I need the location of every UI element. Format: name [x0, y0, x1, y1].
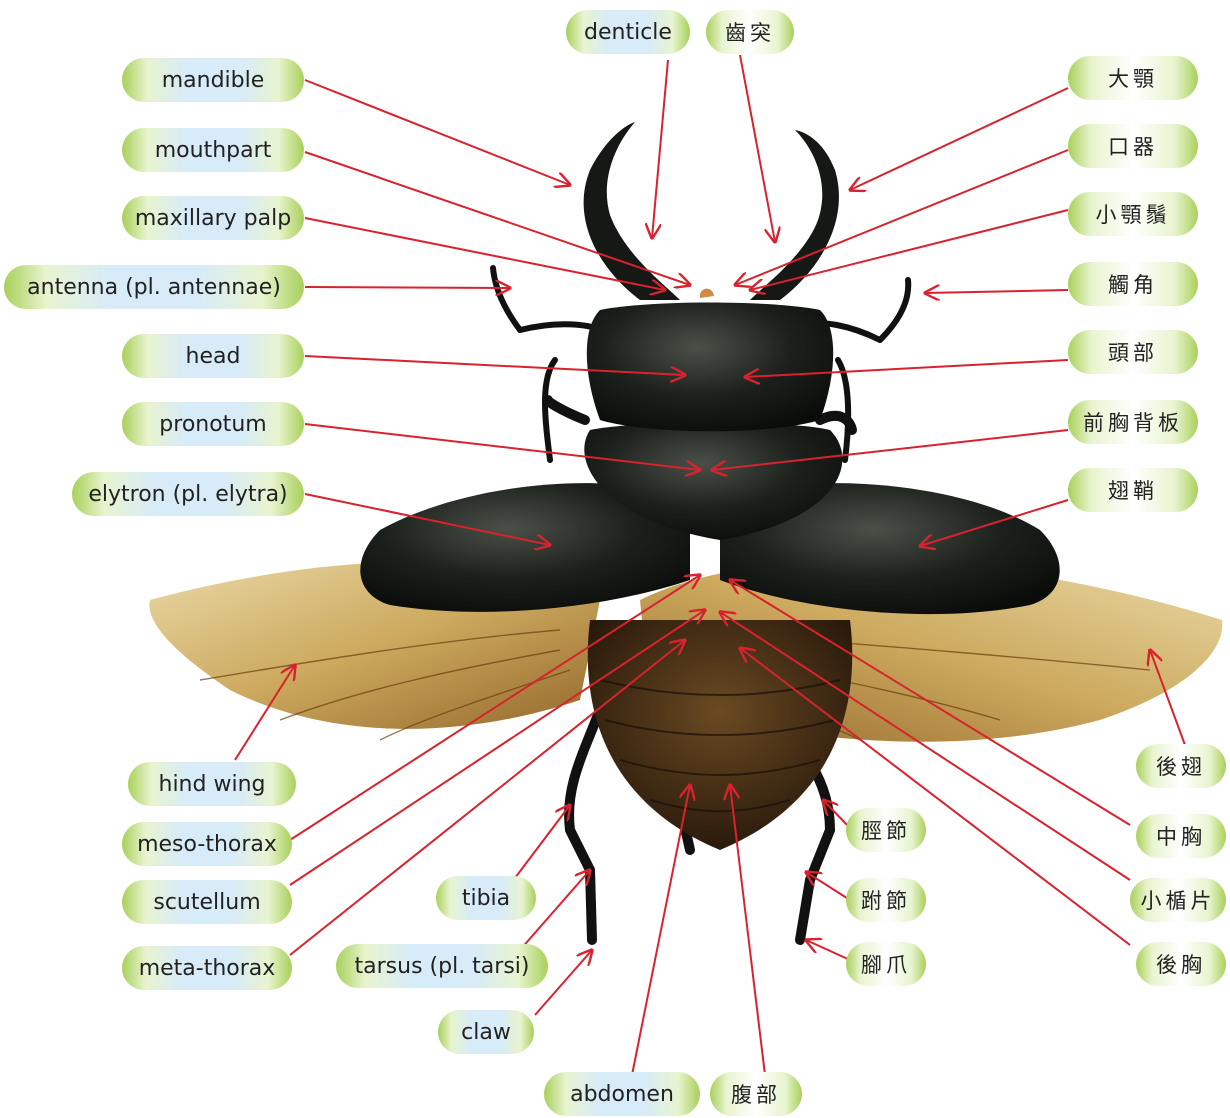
label-pronotum-cn: 前胸背板 — [1068, 400, 1198, 444]
label-mandible: mandible — [122, 58, 304, 102]
label-mouthpart: mouthpart — [122, 128, 304, 172]
label-head: head — [122, 334, 304, 378]
label-denticle-cn: 齒突 — [706, 10, 794, 54]
label-maxillary-palp-cn: 小顎鬚 — [1068, 192, 1198, 236]
label-abdomen-cn: 腹部 — [710, 1072, 802, 1116]
label-claw-cn: 腳爪 — [846, 942, 926, 986]
label-hind-wing: hind wing — [128, 762, 296, 806]
label-hind-wing-cn: 後翅 — [1136, 744, 1226, 788]
label-meta-thorax: meta-thorax — [122, 946, 292, 990]
mandible-left — [584, 122, 680, 300]
label-mandible-cn: 大顎 — [1068, 56, 1198, 100]
label-tibia: tibia — [436, 876, 536, 920]
label-maxillary-palp: maxillary palp — [122, 196, 304, 240]
label-antenna-cn: 觸角 — [1068, 262, 1198, 306]
label-elytron: elytron (pl. elytra) — [72, 472, 304, 516]
label-elytron-cn: 翅鞘 — [1068, 468, 1198, 512]
label-tarsus: tarsus (pl. tarsi) — [336, 944, 548, 988]
label-meta-thorax-cn: 後胸 — [1136, 942, 1226, 986]
label-pronotum: pronotum — [122, 402, 304, 446]
label-mouthpart-cn: 口器 — [1068, 124, 1198, 168]
head-shape — [587, 303, 833, 432]
label-scutellum: scutellum — [122, 880, 292, 924]
label-tarsus-cn: 跗節 — [846, 878, 926, 922]
label-scutellum-cn: 小楯片 — [1130, 878, 1226, 922]
label-meso-thorax: meso-thorax — [122, 822, 292, 866]
label-denticle: denticle — [566, 10, 690, 54]
label-meso-thorax-cn: 中胸 — [1136, 814, 1226, 858]
label-antenna: antenna (pl. antennae) — [4, 265, 304, 309]
label-claw: claw — [438, 1010, 534, 1054]
label-head-cn: 頭部 — [1068, 330, 1198, 374]
label-abdomen: abdomen — [544, 1072, 700, 1116]
label-tibia-cn: 脛節 — [846, 808, 926, 852]
